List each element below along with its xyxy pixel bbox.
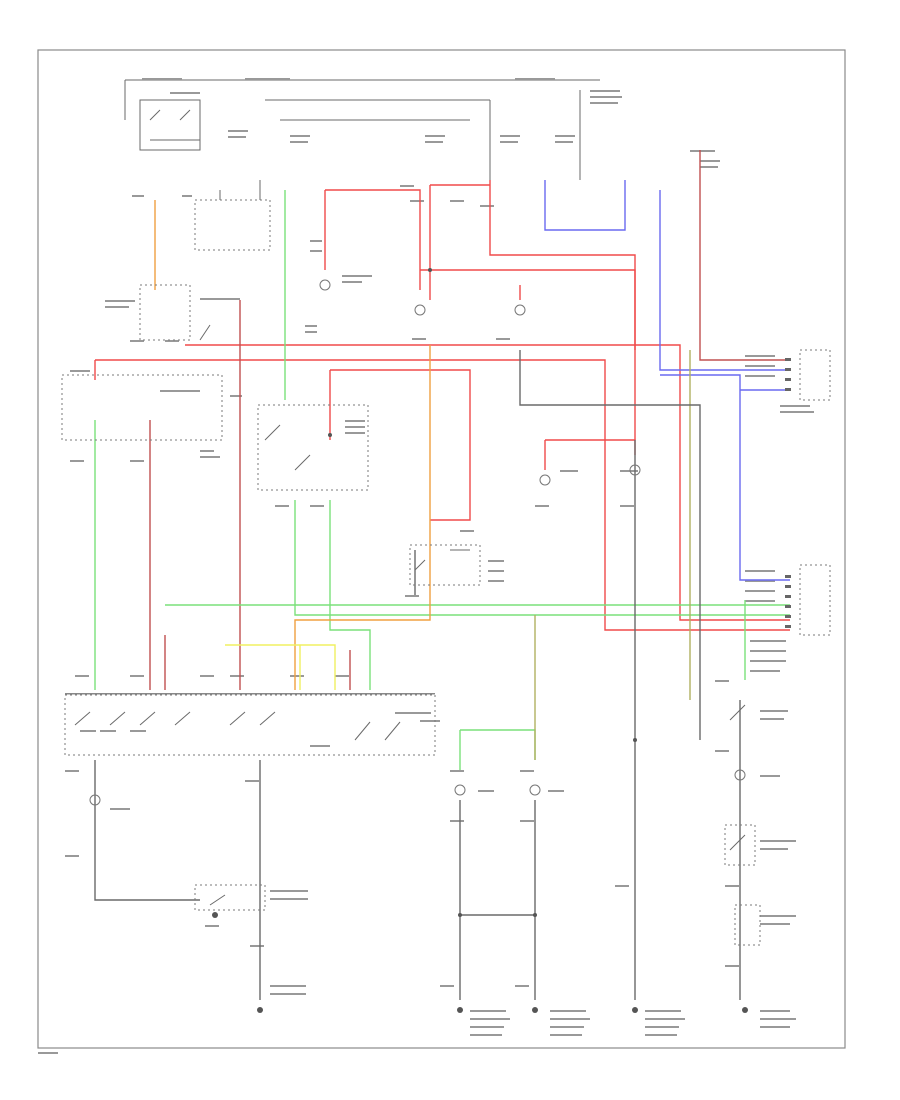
bulb-icon (529, 784, 541, 796)
relay-box-center (257, 404, 369, 491)
wire-olive (534, 350, 691, 760)
splice-icon (533, 913, 537, 917)
bulb-icon (89, 794, 101, 806)
connector-ticks (65, 693, 435, 695)
switch-box-bottom (194, 884, 266, 911)
bulb-icon (539, 474, 551, 486)
bulb-icon (629, 464, 641, 476)
wire-blue (544, 180, 790, 581)
ground-icon (532, 1007, 538, 1013)
bulb-icon (454, 784, 466, 796)
connector-pins (785, 358, 791, 628)
ground-icon (632, 1007, 638, 1013)
splice-icon (633, 738, 637, 742)
switch-contacts (74, 324, 746, 906)
bulb-icon (414, 304, 426, 316)
ground-icon (257, 1007, 263, 1013)
ground-icon (742, 1007, 748, 1013)
splice-icon (328, 433, 332, 437)
connector-right-top (799, 349, 831, 401)
wire-orange (154, 200, 431, 690)
splice-icon (428, 268, 432, 272)
bulb-icon (514, 304, 526, 316)
diagram-frame (37, 49, 846, 1049)
wire-dark-red (149, 150, 790, 690)
switch-box-right-lower (734, 904, 761, 946)
top-power-section (124, 79, 600, 251)
bulb-icon (319, 279, 331, 291)
wire-yellow (225, 644, 336, 690)
ground-icon (457, 1007, 463, 1013)
wire-grey (94, 350, 741, 1000)
grounds (212, 268, 748, 1013)
wire-green (94, 190, 790, 770)
label-marks (38, 78, 814, 1054)
relay-box-left (61, 374, 223, 441)
splice-icon (458, 913, 462, 917)
ground-icon (212, 912, 218, 918)
lamps (89, 279, 746, 806)
bulb-icon (734, 769, 746, 781)
wire-red-main (94, 180, 790, 631)
components (61, 284, 831, 946)
combination-switch-box (64, 694, 436, 756)
switch-box-center (409, 544, 481, 586)
connector-right-bottom (799, 564, 831, 636)
switch-box-right (724, 824, 756, 866)
switch-box-top-left (139, 284, 191, 341)
